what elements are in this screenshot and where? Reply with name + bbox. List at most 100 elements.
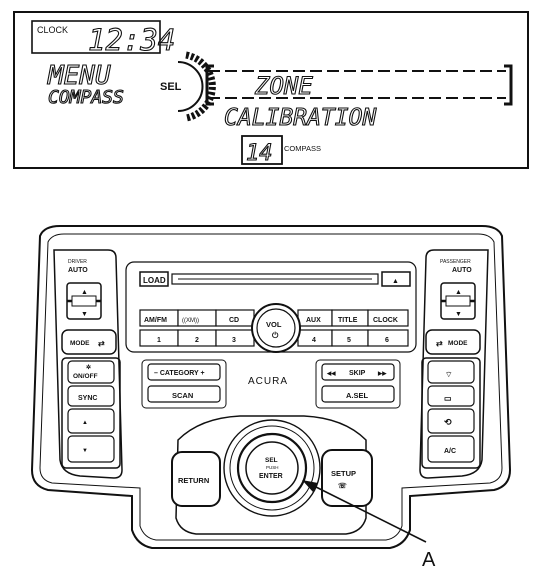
asel-button[interactable]: [321, 385, 395, 403]
phone-icon: ☏: [338, 482, 347, 490]
load-label: LOAD: [143, 276, 166, 285]
clock-button[interactable]: [367, 309, 409, 327]
left-mode-button[interactable]: [61, 329, 117, 355]
dial-housing: [175, 415, 367, 535]
zone-text: ZONE: [254, 72, 313, 100]
passenger-label: PASSENGER: [440, 259, 471, 265]
zone-number: 14: [246, 141, 273, 166]
passenger-temp-rocker[interactable]: [440, 282, 476, 320]
zone-number-box: [241, 135, 283, 165]
recirculation-icon: ⟲: [444, 417, 452, 427]
front-defrost-button[interactable]: [427, 360, 475, 384]
fan-icon: ✲: [86, 364, 91, 371]
sel-label: SEL: [160, 81, 182, 93]
sync-button[interactable]: [67, 385, 115, 407]
sync-label: SYNC: [78, 395, 97, 402]
brand-logo: ACURA: [248, 376, 288, 387]
skip-button[interactable]: [321, 363, 395, 381]
preset-3-label: 3: [232, 337, 236, 344]
driver-temp-rocker[interactable]: [66, 282, 102, 320]
category-label: – CATEGORY +: [154, 370, 205, 377]
driver-label: DRIVER: [68, 259, 87, 265]
compass-text: COMPASS: [48, 87, 124, 108]
calibration-text: CALIBRATION: [224, 105, 376, 131]
right-mid-panel: [315, 359, 401, 409]
aux-label: AUX: [306, 317, 321, 324]
clock-time: 12:34: [88, 23, 175, 57]
clock-box: [31, 20, 161, 54]
right-lower-panel: [421, 357, 481, 469]
rear-defrost-icon: ▭: [444, 394, 452, 403]
fan-up-button[interactable]: [67, 408, 115, 434]
preset-4-label: 4: [312, 337, 316, 344]
passenger-temp-up-icon: ▲: [455, 289, 462, 296]
callout-arrow-icon: [302, 480, 427, 543]
fan-down-icon: ▼: [82, 448, 88, 454]
load-button[interactable]: [139, 271, 169, 287]
left-mode-icon: ⇄: [98, 339, 105, 348]
left-mode-label: MODE: [70, 340, 90, 347]
passenger-temp-down-icon: ▼: [455, 311, 462, 318]
right-climate-column: [419, 249, 489, 479]
return-button[interactable]: [171, 451, 221, 507]
clock-label: CLOCK: [37, 25, 68, 35]
power-icon: ⏻: [272, 331, 279, 340]
preset-5-label: 5: [347, 337, 351, 344]
right-mode-icon: ⇄: [436, 339, 443, 348]
scan-button[interactable]: [147, 385, 221, 403]
skip-prev-icon: ◀◀: [326, 370, 336, 377]
sel-dial-icon: [177, 51, 216, 122]
on-off-label: ON/OFF: [73, 373, 98, 380]
preset-6-label: 6: [385, 337, 389, 344]
skip-next-icon: ▶▶: [377, 370, 387, 377]
rear-defrost-button[interactable]: [427, 385, 475, 407]
vol-label: VOL: [266, 320, 282, 329]
eject-icon: ▲: [392, 278, 399, 285]
preset-6-button[interactable]: [367, 329, 409, 347]
console-body: [30, 225, 512, 549]
recirculation-button[interactable]: [427, 408, 475, 434]
right-mode-button[interactable]: [425, 329, 481, 355]
title-label: TITLE: [338, 317, 358, 324]
fan-down-button[interactable]: [67, 435, 115, 463]
left-climate-column: [53, 249, 123, 479]
menu-text: MENU: [47, 61, 111, 91]
am-fm-label: AM/FM: [144, 317, 167, 324]
setup-button[interactable]: [321, 449, 373, 507]
xm-label: ((XM)): [182, 318, 199, 324]
compass-small-label: COMPASS: [284, 144, 321, 153]
volume-knob[interactable]: [251, 303, 301, 353]
driver-auto-button[interactable]: AUTO: [68, 267, 88, 274]
driver-temp-up-icon: ▲: [81, 289, 88, 296]
passenger-auto-button[interactable]: AUTO: [452, 267, 472, 274]
preset-2-label: 2: [195, 337, 199, 344]
skip-label: SKIP: [349, 370, 366, 377]
sel-enter-button[interactable]: [245, 441, 299, 495]
fan-up-icon: ▲: [82, 420, 88, 426]
ac-label: A/C: [444, 448, 456, 455]
lcd-frame: [13, 11, 529, 169]
on-off-button[interactable]: [67, 360, 115, 384]
left-mid-panel: [141, 359, 227, 409]
lcd-display: CLOCK 12:34 MENU COMPASS SEL ZONE CALIBR…: [13, 11, 529, 169]
zone-box: [205, 64, 513, 106]
driver-temp-down-icon: ▼: [81, 311, 88, 318]
category-button[interactable]: [147, 363, 221, 381]
cd-label: CD: [229, 317, 239, 324]
clock-button-label: CLOCK: [373, 317, 398, 324]
ac-button[interactable]: [427, 435, 475, 463]
return-label: RETURN: [178, 476, 209, 485]
front-defrost-icon: ⌔: [445, 370, 453, 379]
preset-1-label: 1: [157, 337, 161, 344]
sel-enter-line2: PUSH: [266, 465, 279, 470]
setup-label: SETUP: [331, 469, 356, 478]
sel-enter-line1: SEL: [265, 457, 278, 464]
sel-enter-line3: ENTER: [259, 473, 283, 480]
asel-label: A.SEL: [346, 391, 369, 400]
scan-label: SCAN: [172, 391, 193, 400]
eject-button[interactable]: [381, 271, 411, 287]
right-mode-label: MODE: [448, 340, 468, 347]
left-lower-panel: [61, 357, 121, 469]
callout-label: A: [422, 549, 436, 571]
